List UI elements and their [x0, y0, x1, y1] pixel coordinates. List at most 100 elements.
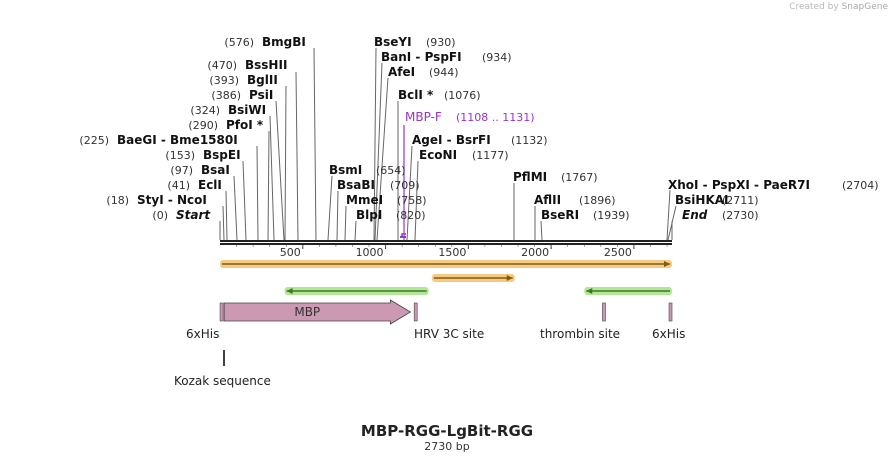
site-label-bcli[interactable]: (1076)BclI * [398, 88, 481, 102]
site-name: PfoI * [226, 118, 264, 132]
feature-kozak-sequence[interactable]: Kozak sequence [174, 350, 271, 388]
site-position: (1896) [579, 194, 616, 207]
site-position: (97) [170, 164, 193, 177]
site-label-bsihkai[interactable]: (2711)BsiHKAI [675, 193, 759, 207]
site-name: BmgBI [262, 35, 306, 49]
cutline-bmgbi [313, 47, 317, 241]
feature-label: Kozak sequence [174, 374, 271, 388]
cutline-ecli [225, 190, 228, 241]
site-position: (41) [167, 179, 190, 192]
backbone-strand-top [220, 240, 672, 242]
site-position: (1767) [561, 171, 598, 184]
site-name: BsaI [201, 163, 230, 177]
site-label-bglii[interactable]: (393) BglII [209, 73, 277, 87]
cutline-afei [376, 77, 389, 241]
feature-mark [602, 302, 606, 322]
site-label-start[interactable]: (0)Start [152, 208, 211, 222]
cutline-styi [222, 205, 225, 241]
site-label-xhoi[interactable]: (2704)XhoI - PspXI - PaeR7I [668, 178, 879, 192]
site-position: (2711) [722, 194, 759, 207]
site-label-psii[interactable]: (386)PsiI [211, 88, 273, 102]
cutline-bsabi [336, 190, 339, 241]
site-label-pfoi[interactable]: (290)PfoI * [188, 118, 263, 132]
site-label-bsshii[interactable]: (470)BssHII [207, 58, 287, 72]
feature-hrv-3c-site[interactable]: HRV 3C site [413, 302, 484, 341]
ruler-tick-label: 1000 [356, 246, 384, 259]
feature-his-tag-c[interactable]: 6xHis [652, 302, 685, 341]
site-position: (1939) [593, 209, 630, 222]
feature-label: thrombin site [540, 327, 620, 341]
cutline-agei [406, 145, 413, 241]
site-label-end[interactable]: (2730)End [682, 208, 759, 222]
site-label-bmgbi[interactable]: (576)BmgBI [224, 35, 305, 49]
cutline-baegi [256, 145, 259, 241]
site-label-bseri[interactable]: (1939) BseRI [541, 208, 630, 222]
site-label-econi[interactable]: (1177)EcoNI [419, 148, 509, 162]
feature-label: 6xHis [186, 327, 219, 341]
site-position: (654) [376, 164, 406, 177]
orf-arrowhead [586, 288, 593, 294]
site-label-mmei[interactable]: (758) MmeI [346, 193, 427, 207]
site-name: BseRI [541, 208, 579, 222]
site-label-agei[interactable]: (1132)AgeI - BsrFI [412, 133, 548, 147]
site-label-blpi[interactable]: (820)BlpI [356, 208, 426, 222]
site-label-styi[interactable]: (18)StyI - NcoI [106, 193, 206, 207]
feature-his-tag-n[interactable]: 6xHis [186, 302, 224, 341]
site-position: (153) [165, 149, 195, 162]
site-label-bsiwi[interactable]: (324) BsiWI [190, 103, 266, 117]
site-name: MBP-F [405, 110, 442, 124]
cutline-bspei [242, 160, 247, 241]
site-label-afei[interactable]: (944)AfeI [388, 65, 459, 79]
site-position: (758) [397, 194, 427, 207]
site-label-bani[interactable]: (934)BanI - PspFI [381, 50, 512, 64]
feature-mbp[interactable]: MBP [223, 299, 412, 325]
primer-arrow [401, 233, 406, 236]
feature-arrow [223, 299, 412, 325]
site-position: (1108 .. 1131) [456, 111, 535, 124]
site-position: (820) [396, 209, 426, 222]
orf-reverse[interactable] [284, 287, 429, 295]
cutline-bsshii [295, 71, 299, 241]
orf-forward[interactable] [220, 260, 672, 268]
site-name: BsiWI [228, 103, 266, 117]
site-position: (386) [211, 89, 241, 102]
cutline-bseyi [373, 47, 377, 241]
site-name: PflMI [513, 170, 547, 184]
site-name: AflII [534, 193, 561, 207]
site-name: XhoI - PspXI - PaeR7I [668, 178, 810, 192]
ruler-tick-label: 500 [280, 246, 301, 259]
site-label-bsabi[interactable]: (709)BsaBI [337, 178, 420, 192]
site-name: MmeI [346, 193, 383, 207]
site-position: (930) [426, 36, 456, 49]
site-position: (934) [482, 51, 512, 64]
orf-forward[interactable] [431, 274, 515, 282]
feature-thrombin-site[interactable]: thrombin site [540, 302, 620, 341]
site-label-mbpf[interactable]: (1108 .. 1131) MBP-F [405, 110, 535, 124]
site-label-bspei[interactable]: (153)BspEI [165, 148, 240, 162]
site-label-pflmi[interactable]: (1767) PflMI [513, 170, 598, 184]
orf-arrowhead [286, 288, 293, 294]
site-label-bsmi[interactable]: (654) BsmI [329, 163, 406, 177]
primer-mbp-f[interactable] [400, 125, 406, 240]
map-title: MBP-RGG-LgBit-RGG [360, 422, 534, 440]
site-position: (0) [152, 209, 168, 222]
site-name: BseYI [374, 35, 412, 49]
site-label-baegi[interactable]: (225)BaeGI - Bme1580I [79, 133, 237, 147]
feature-label: HRV 3C site [414, 327, 484, 341]
cutline-bsai [233, 175, 238, 241]
feature-label: MBP [294, 305, 320, 319]
cutline-psii [275, 100, 285, 241]
site-name: BglII [247, 73, 278, 87]
site-label-aflii[interactable]: (1896) AflII [534, 193, 616, 207]
site-name: BsaBI [337, 178, 375, 192]
site-name: BsmI [329, 163, 362, 177]
site-label-bsai[interactable]: (97) BsaI [170, 163, 229, 177]
feature-mark [668, 302, 673, 322]
site-label-ecli[interactable]: (41)EclI [167, 178, 221, 192]
site-position: (324) [190, 104, 220, 117]
site-label-bseyi[interactable]: (930) BseYI [374, 35, 456, 49]
site-position: (393) [209, 74, 239, 87]
cutline-bglii [284, 85, 287, 241]
orf-reverse[interactable] [584, 287, 672, 295]
dna-backbone [220, 240, 672, 245]
